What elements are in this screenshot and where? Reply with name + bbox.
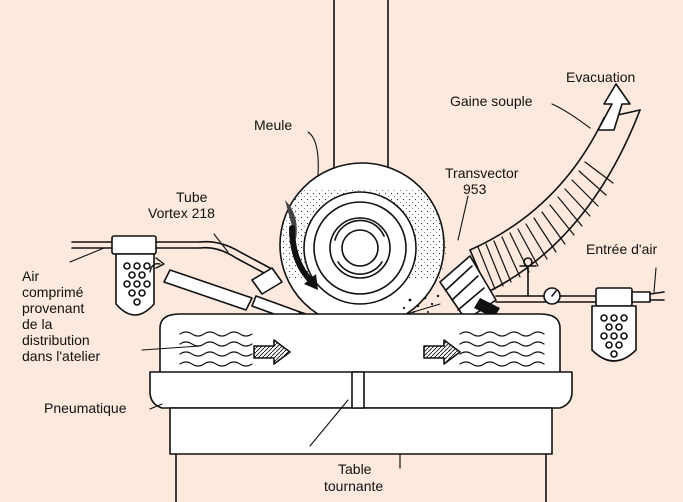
label-transvector-2: 953 [463, 181, 487, 197]
label-meule: Meule [254, 117, 292, 133]
label-gaine-souple: Gaine souple [450, 93, 533, 109]
evacuation-arrow-icon [597, 83, 631, 131]
rotary-table [149, 371, 573, 502]
leader-lines [69, 103, 657, 447]
label-table: Table [338, 461, 372, 477]
label-air-2: comprimé [22, 284, 84, 300]
grinding-wheel [279, 162, 446, 328]
label-transvector-1: Transvector [445, 165, 519, 181]
label-evacuation: Evacuation [566, 69, 635, 85]
label-air-4: de la [22, 316, 53, 332]
label-air-5: distribution [22, 332, 90, 348]
label-vortex: Vortex 218 [148, 205, 215, 221]
label-entree-air: Entrée d'air [586, 241, 657, 257]
flexible-duct [469, 109, 641, 293]
air-inlet-assembly [495, 257, 665, 362]
air-supply-assembly [71, 235, 271, 316]
label-air-3: provenant [22, 300, 84, 316]
spindle-column [333, 0, 389, 181]
label-tube: Tube [176, 189, 208, 205]
label-air-1: Air [22, 268, 39, 284]
rotation-arrow-icon [289, 225, 318, 290]
label-air-6: dans l'atelier [22, 348, 101, 364]
label-tournante: tournante [324, 478, 383, 494]
label-pneumatique: Pneumatique [44, 400, 127, 416]
exhaust-arrow-icon [149, 257, 165, 273]
transvector-953 [399, 255, 500, 321]
